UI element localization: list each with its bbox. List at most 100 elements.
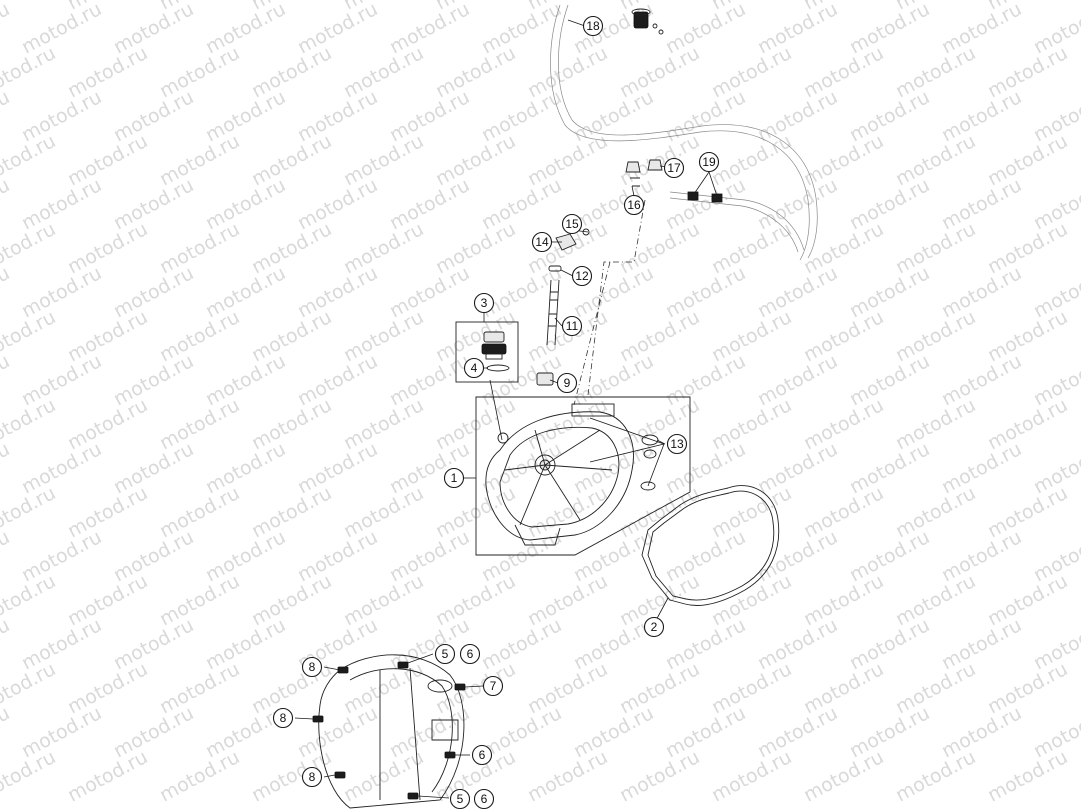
callout-label: 6 — [479, 748, 486, 762]
watermark-text: motod.ru — [1076, 218, 1081, 278]
callout-label: 5 — [457, 792, 464, 806]
watermark-text: motod.ru — [110, 526, 197, 586]
watermark-text: motod.ru — [800, 570, 887, 630]
watermark-text: motod.ru — [202, 174, 289, 234]
callout-label: 6 — [481, 792, 488, 806]
watermark-text: motod.ru — [754, 0, 841, 58]
watermark-text: motod.ru — [754, 702, 841, 762]
callout-label: 13 — [670, 437, 684, 451]
watermark-text: motod.ru — [64, 394, 151, 454]
watermark-text: motod.ru — [616, 42, 703, 102]
watermark-text: motod.ru — [110, 0, 197, 58]
watermark-text: motod.ru — [110, 86, 197, 146]
watermark-text: motod.ru — [340, 482, 427, 542]
watermark-text: motod.ru — [340, 218, 427, 278]
watermark-text: motod.ru — [156, 130, 243, 190]
watermark-text: motod.ru — [18, 438, 105, 498]
clutch-cover-icon — [485, 403, 634, 546]
watermark-text: motod.ru — [616, 218, 703, 278]
watermark-text: motod.ru — [340, 394, 427, 454]
watermark-text: motod.ru — [202, 438, 289, 498]
watermark-text: motod.ru — [570, 614, 657, 674]
watermark-text: motod.ru — [938, 174, 1025, 234]
callout-label: 4 — [471, 361, 478, 375]
watermark-text: motod.ru — [984, 394, 1071, 454]
watermark-text: motod.ru — [478, 614, 565, 674]
watermark-text: motod.ru — [340, 306, 427, 366]
watermark-text: motod.ru — [478, 526, 565, 586]
watermark-text: motod.ru — [110, 438, 197, 498]
watermark-text: motod.ru — [0, 86, 13, 146]
watermark-text: motod.ru — [708, 482, 795, 542]
gasket-icon — [641, 485, 780, 606]
watermark-text: motod.ru — [984, 130, 1071, 190]
callout-label: 8 — [309, 770, 316, 784]
watermark-text: motod.ru — [846, 262, 933, 322]
hose-cap-icon — [631, 8, 664, 35]
watermark-text: motod.ru — [754, 86, 841, 146]
watermark-text: motod.ru — [248, 658, 335, 718]
watermark-text: motod.ru — [524, 42, 611, 102]
cover-seals-icon — [640, 434, 666, 491]
watermark-text: motod.ru — [1076, 394, 1081, 454]
callout-label: 5 — [442, 647, 449, 661]
watermark-text: motod.ru — [340, 42, 427, 102]
callout-label: 2 — [651, 620, 658, 634]
watermark-text: motod.ru — [846, 438, 933, 498]
watermark-text: motod.ru — [984, 570, 1071, 630]
watermark-text: motod.ru — [202, 86, 289, 146]
watermark-text: motod.ru — [984, 658, 1071, 718]
watermark-text: motod.ru — [156, 570, 243, 630]
watermark-text: motod.ru — [386, 526, 473, 586]
watermark-text: motod.ru — [892, 658, 979, 718]
callout-label: 15 — [565, 217, 579, 231]
watermark-text: motod.ru — [64, 130, 151, 190]
watermark-text: motod.ru — [616, 306, 703, 366]
watermark-text: motod.ru — [892, 130, 979, 190]
watermark-text: motod.ru — [156, 482, 243, 542]
callout-label: 16 — [627, 198, 641, 212]
watermark-text: motod.ru — [202, 614, 289, 674]
watermark-text: motod.ru — [800, 218, 887, 278]
watermark-text: motod.ru — [248, 306, 335, 366]
callout-6-upper: 6 — [459, 643, 481, 665]
watermark-text: motod.ru — [202, 0, 289, 58]
watermark-text: motod.ru — [570, 86, 657, 146]
watermark-text: motod.ru — [846, 702, 933, 762]
watermark-text: motod.ru — [800, 130, 887, 190]
watermark-text: motod.ru — [800, 482, 887, 542]
watermark-text: motod.ru — [754, 174, 841, 234]
watermark-text: motod.ru — [662, 614, 749, 674]
watermark-text: motod.ru — [18, 526, 105, 586]
watermark-text: motod.ru — [18, 350, 105, 410]
leader-lines — [294, 19, 718, 799]
seal-icon — [536, 372, 554, 386]
watermark-text: motod.ru — [340, 130, 427, 190]
watermark-text: motod.ru — [524, 306, 611, 366]
callout-6-middle: 6 — [471, 744, 493, 766]
watermark-text: motod.ru — [708, 658, 795, 718]
watermark-text: motod.ru — [1076, 570, 1081, 630]
watermark-text: motod.ru — [984, 42, 1071, 102]
watermark-text: motod.ru — [524, 570, 611, 630]
callout-17: 17 — [663, 157, 685, 179]
watermark-text: motod.ru — [984, 306, 1071, 366]
watermark-text: motod.ru — [800, 746, 887, 806]
watermark-text: motod.ru — [892, 394, 979, 454]
watermark-text: motod.ru — [662, 262, 749, 322]
watermark-text: motod.ru — [800, 306, 887, 366]
watermark-text: motod.ru — [800, 658, 887, 718]
breather-hose-assembly — [550, 4, 818, 406]
watermark-text: motod.ru — [892, 218, 979, 278]
watermark-text: motod.ru — [202, 350, 289, 410]
watermark-text: motod.ru — [846, 174, 933, 234]
watermark-text: motod.ru — [892, 746, 979, 806]
watermark-text: motod.ru — [156, 394, 243, 454]
fitting-icon — [555, 228, 590, 251]
callout-16: 16 — [623, 194, 645, 216]
watermark-text: motod.ru — [0, 438, 13, 498]
callout-9: 9 — [556, 372, 578, 394]
watermark-text: motod.ru — [478, 0, 565, 58]
watermark-text: motod.ru — [294, 262, 381, 322]
